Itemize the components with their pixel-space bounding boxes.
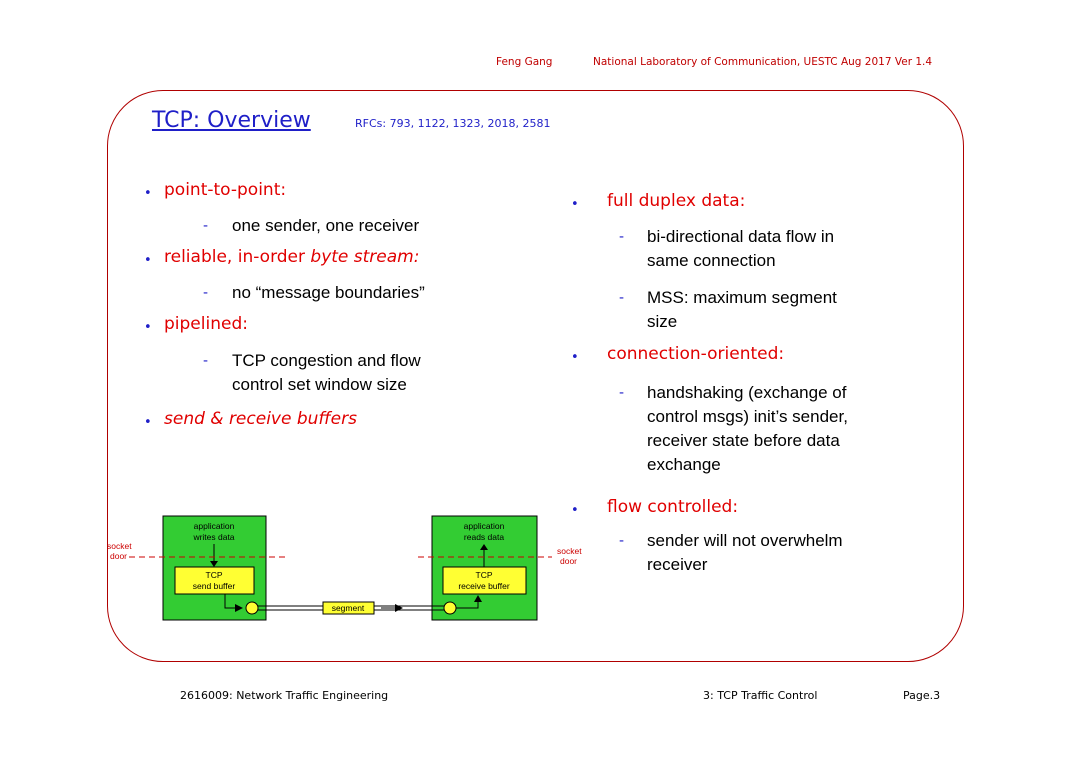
segment-label: segment [332,603,365,613]
dash-icon: - [203,218,209,234]
sub-congestion-1: TCP congestion and flow [232,351,421,370]
dash-icon: - [619,533,625,549]
sub-message-boundaries: no “message boundaries” [232,283,425,302]
segment-box [322,601,375,615]
socket-left-line2: door [110,551,127,561]
footer-page: Page.3 [903,689,941,702]
sub-bidirectional-2: same connection [647,251,776,270]
bullet-point-to-point: point-to-point: [164,180,287,200]
send-buffer [174,566,255,595]
receive-buffer-line1: TCP [476,570,493,580]
socket-right-line2: door [560,556,577,566]
bullet-full-duplex: full duplex data: [607,191,746,211]
slide-title: TCP: Overview [152,108,311,133]
sub-mss-1: MSS: maximum segment [647,288,837,307]
sender-app-line1: application [194,521,235,531]
sub-handshaking-1: handshaking (exchange of [647,383,847,402]
sub-handshaking-4: exchange [647,455,721,474]
bullet-connection-oriented: connection-oriented: [607,344,785,364]
sub-mss-2: size [647,312,678,331]
dash-icon: - [619,290,625,306]
bullet-icon: • [571,503,579,518]
bullet-pipelined: pipelined: [164,314,248,334]
bullet-icon: • [571,350,579,365]
footer-course: 2616009: Network Traffic Engineering [180,689,389,702]
send-buffer-line2: send buffer [193,581,236,591]
bullet-icon: • [144,320,152,335]
sub-handshaking-3: receiver state before data [647,431,840,450]
bullet-icon: • [144,415,152,430]
bullet-flow-controlled: flow controlled: [607,497,739,517]
bullet-icon: • [144,186,152,201]
bullet-reliable: reliable, in-order byte stream: [164,247,419,267]
bullet-reliable-text: reliable, in-order [164,247,311,267]
receive-buffer [442,566,527,595]
bullet-icon: • [144,253,152,268]
sub-bidirectional-1: bi-directional data flow in [647,227,835,246]
sub-congestion-2: control set window size [232,375,407,394]
header-author: Feng Gang [496,56,553,68]
dash-icon: - [203,285,209,301]
sub-overwhelm-1: sender will not overwhelm [647,531,843,550]
receiver-app-line1: application [464,521,505,531]
socket-left-line1: socket [107,541,132,551]
tcp-buffer-diagram: application writes data TCP send buffer … [107,515,582,621]
segment-arrow-icon [395,604,403,612]
dash-icon: - [619,385,625,401]
bullet-buffers: send & receive buffers [164,409,357,429]
rfc-list: RFCs: 793, 1122, 1323, 2018, 2581 [355,117,551,130]
sub-handshaking-2: control msgs) init’s sender, [647,407,848,426]
send-buffer-line1: TCP [206,570,223,580]
bullet-icon: • [571,197,579,212]
receive-buffer-line2: receive buffer [458,581,510,591]
sender-app-line2: writes data [192,532,234,542]
socket-right-line1: socket [557,546,582,556]
header-org: National Laboratory of Communication, UE… [593,56,933,68]
sub-one-sender: one sender, one receiver [232,216,420,235]
dash-icon: - [619,229,625,245]
receiver-app-line2: reads data [464,532,504,542]
bullet-byte-stream-text: byte stream: [310,247,420,267]
footer-chapter: 3: TCP Traffic Control [703,689,818,702]
sub-overwhelm-2: receiver [647,555,708,574]
dash-icon: - [203,353,209,369]
slide-frame [107,90,964,662]
